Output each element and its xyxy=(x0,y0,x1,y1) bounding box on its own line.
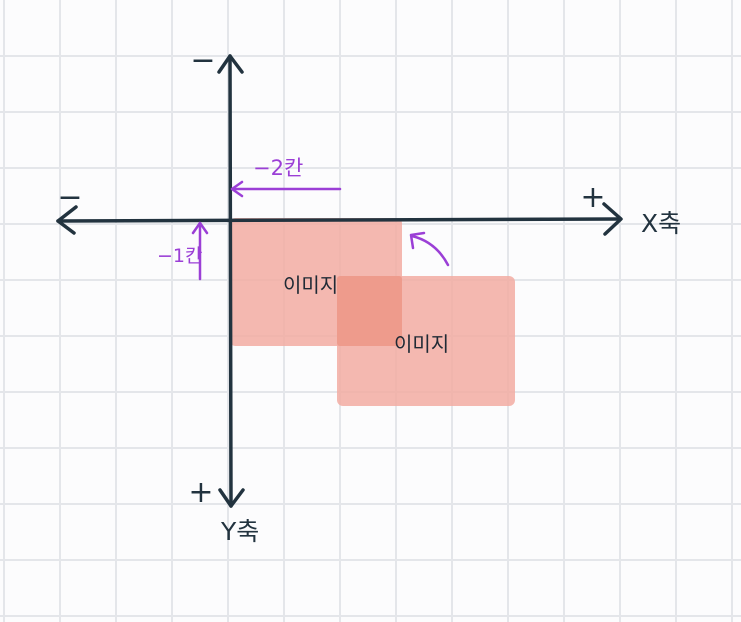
x-axis xyxy=(56,202,623,236)
y-axis xyxy=(217,54,245,508)
x-axis-right-arrowhead xyxy=(602,202,623,236)
shift-y-label: −1칸 xyxy=(157,245,203,267)
y-negative-sign: − xyxy=(190,43,215,78)
move-curve-arrow-head xyxy=(409,231,426,250)
x-axis-left-arrowhead xyxy=(56,205,78,235)
original-image-label: 이미지 xyxy=(283,273,338,297)
shift-x-label: −2칸 xyxy=(253,156,303,180)
y-axis-label: Y축 xyxy=(220,517,259,546)
y-axis-top-arrowhead xyxy=(217,54,244,74)
y-axis-line xyxy=(228,54,233,508)
x-positive-sign: + xyxy=(580,180,605,215)
x-axis-line xyxy=(56,217,622,223)
x-axis-label: X축 xyxy=(641,209,681,238)
move-curve-arrow-line xyxy=(410,234,450,267)
image-overlap-region xyxy=(337,276,402,346)
shift-x-arrow-head xyxy=(230,180,244,198)
y-axis-bottom-arrowhead xyxy=(218,488,245,508)
annotation-arrows xyxy=(191,180,450,281)
x-negative-sign: − xyxy=(57,180,82,215)
y-positive-sign: + xyxy=(188,475,213,510)
shift-y-arrow-head xyxy=(191,221,209,235)
moved-image-label: 이미지 xyxy=(394,332,449,356)
